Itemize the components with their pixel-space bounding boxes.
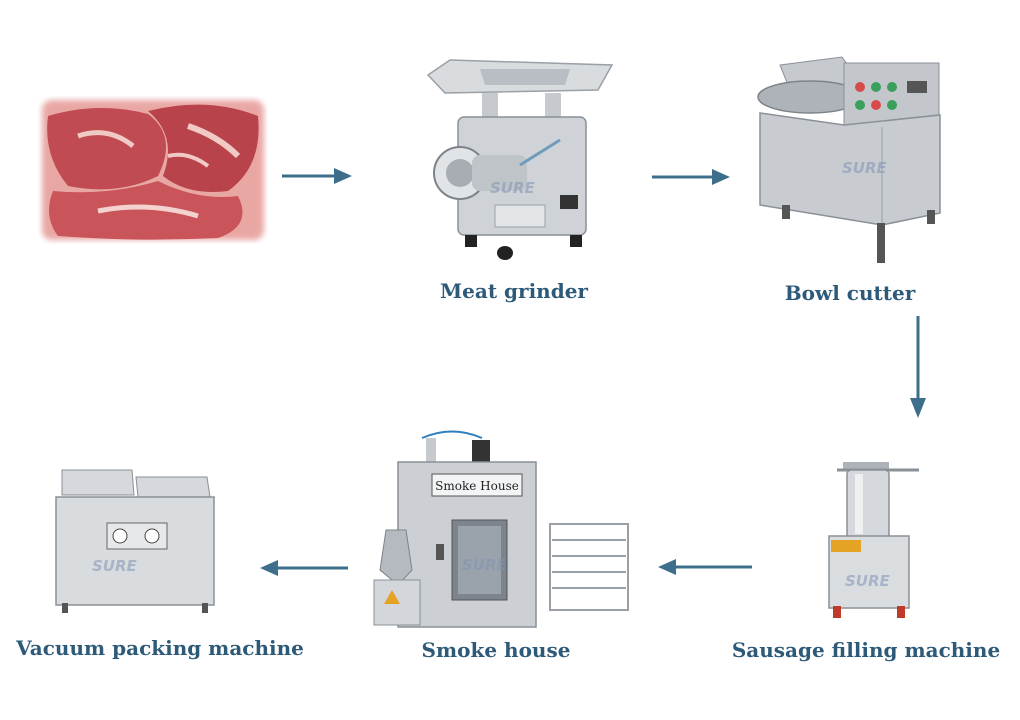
svg-text:SURE: SURE — [490, 179, 536, 197]
svg-text:SURE: SURE — [462, 556, 508, 574]
label-sausage-filling-machine: Sausage filling machine — [731, 638, 1001, 662]
node-meat-grinder: SURE — [420, 55, 620, 270]
node-bowl-cutter: SURE — [752, 55, 947, 270]
node-sausage-filling-machine: SURE — [815, 458, 930, 623]
smoke-house-icon: Smoke House SURE — [373, 430, 629, 628]
label-meat-grinder: Meat grinder — [440, 279, 588, 303]
smoke-house-sign: Smoke House — [435, 479, 519, 493]
sausage-filler-icon: SURE — [828, 462, 919, 618]
arrow-right-icon — [282, 168, 352, 184]
node-raw-meat — [38, 96, 268, 244]
arrow-left-icon — [260, 560, 348, 576]
label-smoke-house: Smoke house — [421, 638, 571, 662]
svg-text:SURE: SURE — [842, 159, 888, 177]
svg-text:SURE: SURE — [845, 572, 891, 590]
raw-meat-image — [42, 100, 264, 240]
meat-grinder-icon: SURE — [426, 59, 614, 260]
arrow-down-icon — [910, 316, 926, 418]
label-bowl-cutter: Bowl cutter — [784, 281, 916, 305]
node-vacuum-packing-machine: SURE — [52, 465, 222, 615]
bowl-cutter-icon: SURE — [757, 56, 941, 263]
arrow-right-icon — [652, 169, 730, 185]
svg-text:SURE: SURE — [92, 557, 138, 575]
label-vacuum-packing-machine: Vacuum packing machine — [16, 636, 304, 660]
arrow-left-icon — [658, 559, 752, 575]
node-smoke-house: Smoke House SURE — [372, 420, 640, 640]
vacuum-packer-icon: SURE — [55, 469, 215, 613]
